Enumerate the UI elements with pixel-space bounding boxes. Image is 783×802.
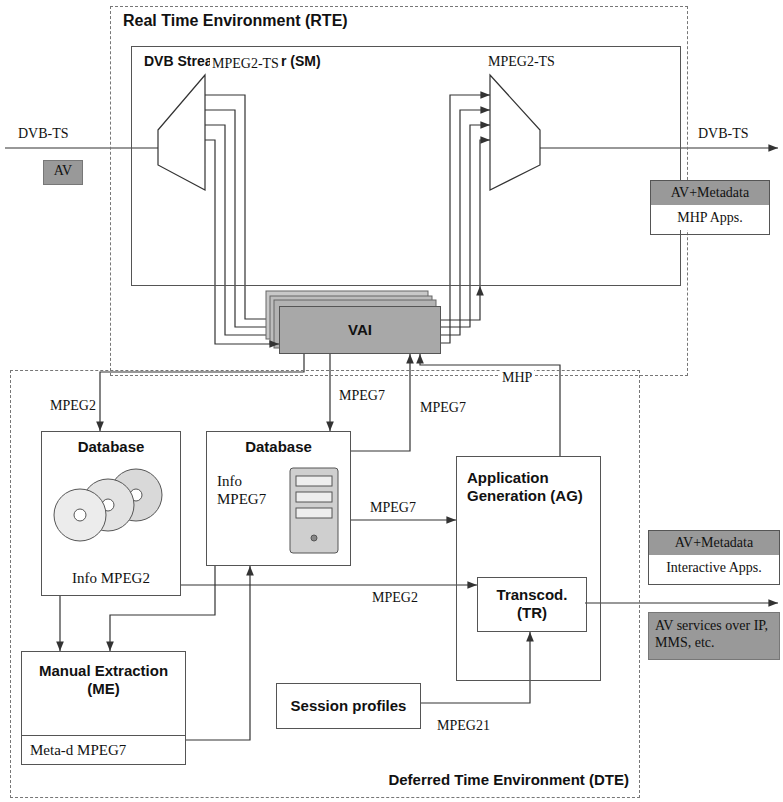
database-box: DatabaseInfo MPEG7 (206, 431, 351, 566)
node-text: Info MPEG2 (42, 569, 180, 587)
node-text: Meta-d MPEG7 (22, 735, 185, 764)
edge-label: MPEG2-TS (210, 56, 281, 72)
edge-label: MPEG7 (368, 500, 418, 516)
server-icon (296, 492, 332, 502)
server-icon (290, 468, 338, 553)
process-box: Transcod. (TR) (477, 577, 587, 632)
mux-symbol (490, 75, 540, 190)
node-title: Application Generation (AG) (467, 469, 592, 505)
disc-icon (54, 489, 106, 541)
edge-label: MPEG2 (370, 590, 420, 606)
stream-line (480, 140, 490, 285)
node-title: AV services over IP, MMS, etc. (655, 618, 773, 652)
stream-line (440, 125, 490, 327)
stream-line (440, 95, 490, 343)
node-title: Real Time Environment (RTE) (123, 11, 348, 30)
database-box: DatabaseInfo MPEG2 (41, 431, 181, 596)
connector (421, 632, 530, 703)
process-box: Session profiles (276, 683, 421, 729)
node-title: Database (207, 438, 350, 456)
node-title: Transcod. (TR) (478, 586, 586, 622)
region: Deferred Time Environment (DTE) DatabaseI… (10, 370, 640, 798)
edge-label: MPEG21 (435, 718, 492, 734)
stream-line (440, 110, 490, 335)
output-line (585, 602, 778, 603)
server-icon (311, 535, 317, 541)
edge-label: MPEG7 (418, 400, 468, 416)
server-icon (296, 476, 332, 486)
node-title: AV+Metadata (651, 181, 769, 205)
input-line (5, 147, 158, 148)
node-title: AV (44, 163, 82, 180)
signal-label: DVB-TS (16, 126, 71, 142)
node-title: VAI (280, 321, 440, 339)
node-title: Deferred Time Environment (DTE) (388, 771, 629, 789)
connector (100, 354, 304, 431)
node-title: Session profiles (277, 697, 420, 715)
node-text: Info MPEG7 (217, 472, 287, 508)
connector (351, 519, 456, 520)
node-title: AV+Metadata (649, 531, 779, 555)
demux-symbol (158, 75, 205, 190)
connector (181, 584, 477, 585)
disc-icon (74, 509, 86, 521)
node-text: MHP Apps. (651, 205, 769, 230)
stream-line (205, 140, 215, 285)
node-title: Database (42, 438, 180, 456)
process-box: Application Generation (AG) Transcod. (TR… (456, 456, 601, 681)
node-title: Manual Extraction (ME) (22, 662, 185, 698)
connector (441, 286, 480, 320)
process-box: VAI (279, 306, 441, 354)
signal-label: DVB-TS (696, 126, 751, 142)
edge-label: MPEG2-TS (486, 54, 557, 70)
edge-label: MPEG7 (337, 388, 387, 404)
output-line (540, 147, 778, 148)
server-icon (296, 508, 332, 518)
connector (329, 354, 330, 431)
process-box: DVB Stream Manager (SM) (131, 46, 681, 286)
region: Real Time Environment (RTE) DVB Stream Ma… (110, 6, 688, 376)
output-box: AV services over IP, MMS, etc. (648, 612, 780, 660)
node-text: Interactive Apps. (649, 555, 779, 580)
connector (186, 566, 250, 740)
edge-label: MHP (500, 370, 534, 386)
tag-box: AV (43, 160, 83, 185)
process-box: Manual Extraction (ME) Meta-d MPEG7 (21, 651, 186, 765)
output-box: AV+MetadataMHP Apps. (650, 180, 770, 235)
edge-label: MPEG2 (48, 398, 98, 414)
connector (215, 286, 279, 344)
connector (59, 596, 60, 651)
output-box: AV+MetadataInteractive Apps. (648, 530, 780, 585)
